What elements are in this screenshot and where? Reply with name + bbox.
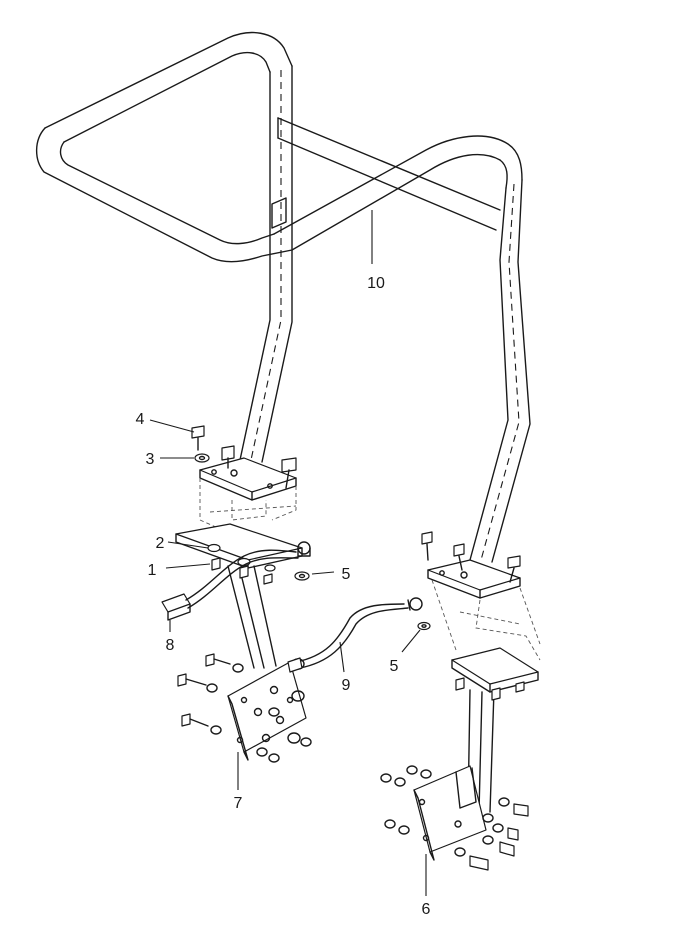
callout-5-lower: 5 bbox=[390, 658, 399, 675]
callout-10: 10 bbox=[367, 275, 385, 292]
callout-6: 6 bbox=[422, 901, 431, 918]
left-alignment-lines bbox=[199, 478, 297, 529]
callout-7: 7 bbox=[234, 795, 243, 812]
left-upper-mount-plate bbox=[199, 445, 297, 501]
right-plate-bolts bbox=[380, 765, 529, 871]
callout-3: 3 bbox=[146, 451, 155, 468]
right-alignment-lines bbox=[431, 579, 541, 661]
washer-item-5-lower bbox=[401, 621, 431, 653]
ground-strap-item-8 bbox=[161, 549, 299, 632]
right-upper-mount-plate bbox=[421, 531, 521, 599]
ground-strap-item-9 bbox=[287, 597, 423, 673]
nut-item-1 bbox=[165, 557, 273, 585]
left-lower-mounting-plate bbox=[227, 661, 307, 790]
left-frame-bracket bbox=[175, 523, 311, 669]
roll-bar-frame bbox=[35, 31, 531, 563]
callout-labels: 1 2 3 4 5 5 6 7 8 9 10 bbox=[136, 275, 431, 918]
callout-1: 1 bbox=[148, 562, 157, 579]
right-lower-mounting-plate bbox=[413, 765, 487, 896]
washer-item-5-upper bbox=[294, 571, 335, 581]
callout-8: 8 bbox=[166, 637, 175, 654]
callout-5-upper: 5 bbox=[342, 566, 351, 583]
callout-2: 2 bbox=[156, 535, 165, 552]
bolt-item-4 bbox=[149, 419, 205, 451]
washer-item-3 bbox=[160, 453, 210, 463]
callout-4: 4 bbox=[136, 411, 145, 428]
callout-9: 9 bbox=[342, 677, 351, 694]
lock-washer-item-2 bbox=[167, 541, 276, 572]
